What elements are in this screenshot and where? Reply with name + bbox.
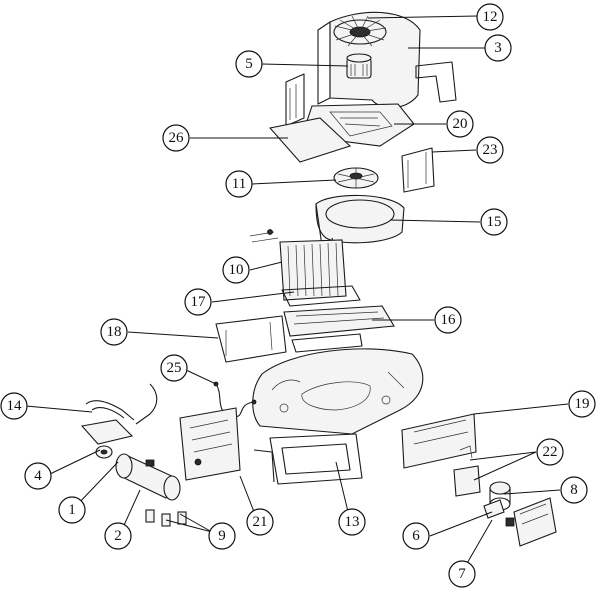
compressor (115, 453, 181, 501)
callouts: 12 3 5 20 26 23 11 15 10 17 16 18 25 14 … (0, 3, 596, 588)
svg-text:21: 21 (253, 514, 268, 530)
svg-text:7: 7 (458, 566, 466, 582)
condenser-bracket (401, 413, 477, 469)
svg-text:10: 10 (229, 262, 244, 278)
callout-3: 3 (484, 34, 512, 62)
svg-text:19: 19 (575, 396, 590, 412)
refrigerant-tubing (85, 383, 158, 425)
callout-8: 8 (560, 476, 588, 504)
side-bracket-right (415, 61, 457, 103)
callout-14: 14 (0, 392, 28, 420)
callout-22: 22 (536, 438, 564, 466)
svg-text:26: 26 (169, 130, 185, 146)
svg-text:22: 22 (543, 444, 558, 460)
callout-16: 16 (434, 306, 462, 334)
svg-text:12: 12 (483, 9, 498, 25)
svg-text:23: 23 (483, 142, 498, 158)
evaporator-coil (249, 229, 347, 301)
svg-text:17: 17 (191, 294, 207, 310)
leader-lines (25, 15, 569, 573)
insulation-panel (268, 117, 352, 163)
svg-text:9: 9 (218, 528, 226, 544)
callout-2: 2 (104, 522, 132, 550)
callout-6: 6 (402, 522, 430, 550)
svg-text:16: 16 (441, 312, 457, 328)
svg-text:14: 14 (7, 398, 23, 414)
svg-text:25: 25 (167, 360, 182, 376)
svg-text:15: 15 (487, 214, 502, 230)
callout-11: 11 (225, 170, 253, 198)
callout-26: 26 (162, 124, 190, 152)
svg-text:1: 1 (68, 502, 76, 518)
fan-bracket (401, 147, 435, 193)
svg-text:8: 8 (570, 482, 578, 498)
svg-text:13: 13 (345, 514, 360, 530)
capacitor-relay (453, 445, 481, 497)
callout-20: 20 (446, 110, 474, 138)
svg-text:18: 18 (107, 324, 122, 340)
svg-text:5: 5 (245, 56, 253, 72)
control-box (505, 497, 557, 547)
callout-25: 25 (160, 354, 188, 382)
callout-17: 17 (184, 288, 212, 316)
fuse-terminal (483, 499, 505, 519)
svg-text:4: 4 (34, 468, 42, 484)
side-bracket-left (285, 73, 305, 127)
callout-21: 21 (246, 508, 274, 536)
drain-pan (283, 305, 395, 353)
svg-text:3: 3 (494, 40, 502, 56)
svg-text:6: 6 (412, 528, 420, 544)
capacitor (489, 481, 511, 511)
callout-13: 13 (338, 508, 366, 536)
return-air-frame (253, 433, 363, 485)
compressor-valve-assembly (80, 419, 134, 459)
drain-channel (281, 285, 361, 307)
condenser-fan (333, 167, 379, 189)
blower-housing (317, 11, 421, 109)
control-bracket (215, 315, 287, 363)
fan-blade (334, 15, 387, 47)
svg-text:20: 20 (453, 116, 468, 132)
callout-1: 1 (58, 496, 86, 524)
callout-4: 4 (24, 462, 52, 490)
callout-19: 19 (568, 390, 596, 418)
callout-7: 7 (448, 560, 476, 588)
blower-motor (346, 53, 372, 79)
svg-text:2: 2 (114, 528, 122, 544)
callout-5: 5 (235, 50, 263, 78)
callout-23: 23 (476, 136, 504, 164)
callout-10: 10 (222, 256, 250, 284)
callout-18: 18 (100, 318, 128, 346)
base-pan (252, 348, 424, 435)
callout-15: 15 (480, 208, 508, 236)
callout-12: 12 (476, 3, 504, 31)
electrical-panel (179, 407, 241, 481)
svg-text:11: 11 (232, 176, 246, 192)
callout-9: 9 (208, 522, 236, 550)
